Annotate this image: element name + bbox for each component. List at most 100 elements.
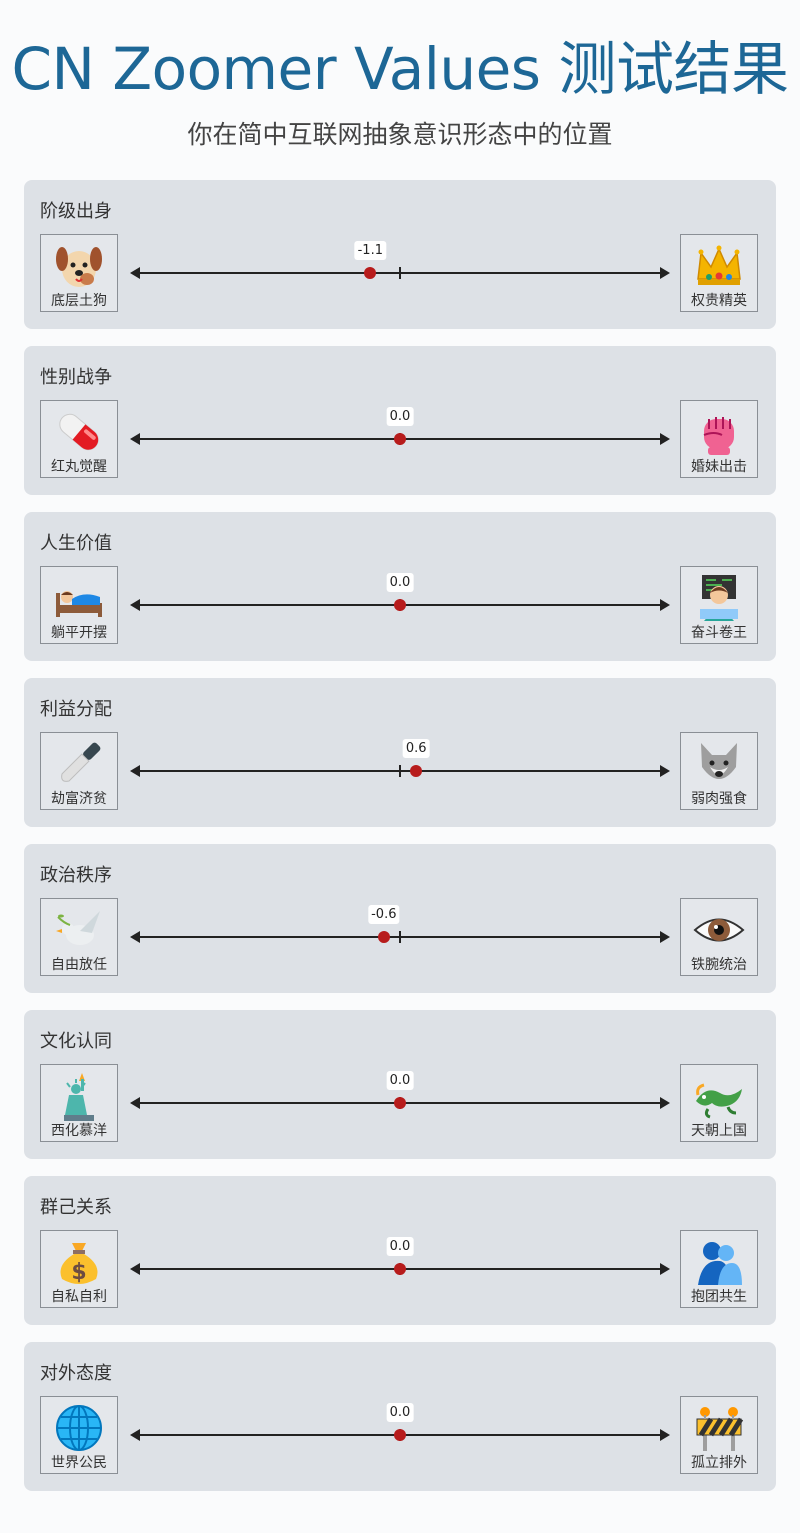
eye-icon: [692, 903, 746, 957]
score-label: 0.0: [386, 1403, 414, 1422]
right-pole: 婚妹出击: [680, 400, 758, 478]
left-pole-label: 自私自利: [51, 1289, 107, 1305]
score-label: 0.0: [386, 1237, 414, 1256]
globe-meridians-icon: [52, 1401, 106, 1455]
score-marker: [394, 1263, 406, 1275]
right-pole: 孤立排外: [680, 1396, 758, 1474]
raised-fist-icon: [692, 405, 746, 459]
axis-title: 对外态度: [40, 1363, 112, 1384]
center-tick: [399, 931, 401, 943]
left-pole: 底层土狗: [40, 234, 118, 312]
right-pole-label: 权贵精英: [691, 293, 747, 309]
right-arrow-icon: [660, 1429, 670, 1441]
left-pole: $ 自私自利: [40, 1230, 118, 1308]
axis-title: 文化认同: [40, 1031, 112, 1052]
score-marker: [377, 931, 390, 943]
left-pole: 自由放任: [40, 898, 118, 976]
left-arrow-icon: [130, 433, 140, 445]
right-pole-label: 孤立排外: [691, 1455, 747, 1471]
axis-title: 人生价值: [40, 533, 112, 554]
left-arrow-icon: [130, 931, 140, 943]
dove-icon: [52, 903, 106, 957]
left-arrow-icon: [130, 267, 140, 279]
score-marker: [410, 765, 423, 777]
people-hugging-icon: [692, 1235, 746, 1289]
right-pole: 奋斗卷王: [680, 566, 758, 644]
axis-title: 性别战争: [40, 367, 112, 388]
left-arrow-icon: [130, 1429, 140, 1441]
left-pole-label: 世界公民: [51, 1455, 107, 1471]
left-pole: 躺平开摆: [40, 566, 118, 644]
statue-of-liberty-icon: [52, 1069, 106, 1123]
left-arrow-icon: [130, 765, 140, 777]
axis-card: 性别战争红丸觉醒 0.0 婚妹出击: [24, 346, 776, 495]
axis-title: 阶级出身: [40, 201, 112, 222]
axis-title: 政治秩序: [40, 865, 112, 886]
left-pole: 红丸觉醒: [40, 400, 118, 478]
right-arrow-icon: [660, 1263, 670, 1275]
results-header: CN Zoomer Values 测试结果 你在简中互联网抽象意识形态中的位置: [0, 0, 800, 152]
score-marker: [394, 433, 406, 445]
right-pole-label: 奋斗卷王: [691, 625, 747, 641]
left-pole: 西化慕洋: [40, 1064, 118, 1142]
axis-card: 人生价值躺平开摆 0.0 奋斗卷王: [24, 512, 776, 661]
center-tick: [399, 765, 401, 777]
score-marker: [364, 267, 377, 279]
left-pole-label: 自由放任: [51, 957, 107, 973]
crown-icon: [692, 239, 746, 293]
right-pole: 天朝上国: [680, 1064, 758, 1142]
axis-card-list: 阶级出身底层土狗 -1.1 权贵精英性别战争红丸觉醒 0.0 婚妹出击人生价值躺平开摆 0…: [24, 180, 776, 1508]
pill-icon: [52, 405, 106, 459]
axis-card: 对外态度世界公民 0.0 孤立排外: [24, 1342, 776, 1491]
axis-card: 利益分配劫富济贫 0.6 弱肉强食: [24, 678, 776, 827]
page-subtitle: 你在简中互联网抽象意识形态中的位置: [187, 120, 613, 149]
score-marker: [394, 1097, 406, 1109]
right-arrow-icon: [660, 765, 670, 777]
axis-title: 群己关系: [40, 1197, 112, 1218]
right-arrow-icon: [660, 267, 670, 279]
score-marker: [394, 599, 406, 611]
axis-card: 文化认同西化慕洋 0.0 天朝上国: [24, 1010, 776, 1159]
left-pole: 劫富济贫: [40, 732, 118, 810]
dog-face-icon: [52, 239, 106, 293]
kitchen-knife-icon: [52, 737, 106, 791]
score-label: 0.0: [386, 1071, 414, 1090]
left-arrow-icon: [130, 1097, 140, 1109]
axis-card: 阶级出身底层土狗 -1.1 权贵精英: [24, 180, 776, 329]
right-arrow-icon: [660, 931, 670, 943]
money-bag-icon: $: [52, 1235, 106, 1289]
right-arrow-icon: [660, 1097, 670, 1109]
center-tick: [399, 267, 401, 279]
construction-barrier-icon: [692, 1401, 746, 1455]
left-pole-label: 红丸觉醒: [51, 459, 107, 475]
left-pole: 世界公民: [40, 1396, 118, 1474]
right-arrow-icon: [660, 599, 670, 611]
right-pole: 弱肉强食: [680, 732, 758, 810]
right-pole: 抱团共生: [680, 1230, 758, 1308]
right-pole: 权贵精英: [680, 234, 758, 312]
left-pole-label: 躺平开摆: [51, 625, 107, 641]
right-arrow-icon: [660, 433, 670, 445]
left-pole-label: 西化慕洋: [51, 1123, 107, 1139]
page-title: CN Zoomer Values 测试结果: [11, 35, 789, 103]
person-in-bed-icon: [52, 571, 106, 625]
score-label: -0.6: [368, 905, 400, 924]
right-pole-label: 弱肉强食: [691, 791, 747, 807]
right-pole-label: 铁腕统治: [691, 957, 747, 973]
score-label: 0.0: [386, 407, 414, 426]
right-pole-label: 抱团共生: [691, 1289, 747, 1305]
score-label: -1.1: [354, 241, 386, 260]
score-marker: [394, 1429, 406, 1441]
left-pole-label: 劫富济贫: [51, 791, 107, 807]
dragon-icon: [692, 1069, 746, 1123]
axis-title: 利益分配: [40, 699, 112, 720]
right-pole-label: 婚妹出击: [691, 459, 747, 475]
left-arrow-icon: [130, 1263, 140, 1275]
left-pole-label: 底层土狗: [51, 293, 107, 309]
technologist-icon: [692, 571, 746, 625]
axis-card: 群己关系 $ 自私自利 0.0 抱团共生: [24, 1176, 776, 1325]
right-pole: 铁腕统治: [680, 898, 758, 976]
svg-text:$: $: [71, 1260, 86, 1285]
score-label: 0.6: [402, 739, 430, 758]
score-label: 0.0: [386, 573, 414, 592]
